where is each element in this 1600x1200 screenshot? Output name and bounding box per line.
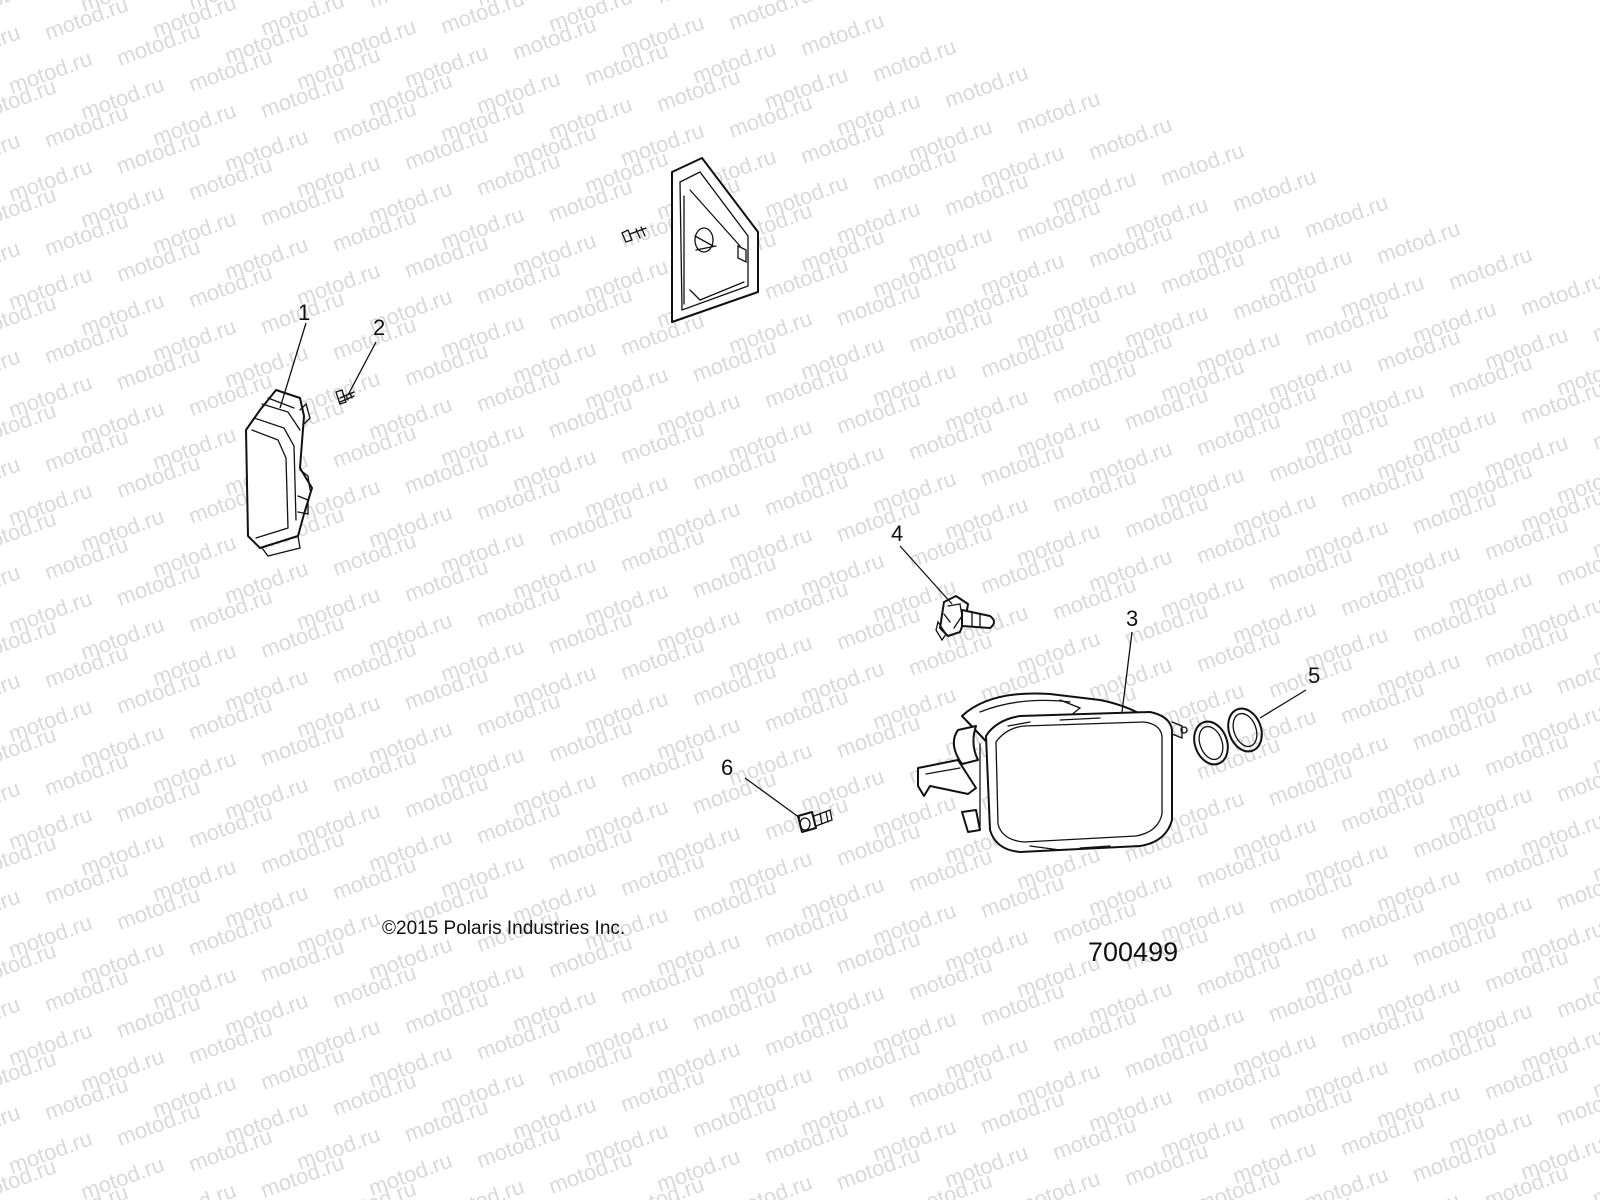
watermark-text: motod.ru	[1013, 86, 1103, 139]
callout-5: 5	[1308, 663, 1320, 688]
watermark-text: motod.ru	[797, 8, 887, 61]
leader-lines	[279, 322, 1307, 819]
watermark-text: motod.ru	[365, 0, 455, 13]
watermark-text: motod.ru	[0, 452, 23, 505]
leader-line-6	[744, 777, 801, 819]
callout-3: 3	[1126, 606, 1138, 631]
callout-labels: 1 2 3 4 5 6	[298, 300, 1320, 780]
watermark-text: motod.ru	[725, 1170, 815, 1200]
o-ring-icon	[1193, 707, 1263, 766]
watermark-text: motod.ru	[1589, 402, 1600, 455]
watermark-text: motod.ru	[0, 560, 23, 613]
watermark-text: motod.ru	[0, 128, 23, 181]
watermark-text: motod.ru	[0, 668, 23, 721]
watermark-text: motod.ru	[1085, 1192, 1175, 1200]
watermark-text: motod.ru	[725, 0, 815, 35]
watermark-text: motod.ru	[0, 776, 23, 829]
callout-4: 4	[891, 521, 903, 546]
watermark-text: motod.ru	[1157, 138, 1247, 191]
watermark-text: motod.ru	[1373, 216, 1463, 269]
watermark-text: motod.ru	[0, 1100, 23, 1153]
screw-icon	[621, 226, 647, 243]
watermark-text: motod.ru	[0, 20, 23, 73]
headlight-bezel-icon	[245, 389, 313, 557]
headlight-assembly-icon	[917, 692, 1188, 853]
watermark-text: motod.ru	[149, 1178, 239, 1200]
bolt-icon	[797, 809, 833, 833]
leader-line-1	[279, 322, 307, 409]
watermark-text: motod.ru	[653, 0, 743, 9]
watermark-text: motod.ru	[1517, 268, 1600, 321]
figure-number: 700499	[1088, 937, 1179, 967]
watermark-text: motod.ru	[0, 236, 23, 289]
bulb-icon	[935, 595, 995, 642]
watermark-text: motod.ru	[869, 34, 959, 87]
watermark-text: motod.ru	[941, 60, 1031, 113]
watermark-text: motod.ru	[41, 0, 131, 45]
watermark-text: motod.ru	[1301, 190, 1391, 243]
leader-line-4	[899, 545, 953, 605]
leader-line-2	[347, 341, 377, 396]
callout-1: 1	[298, 300, 310, 325]
copyright-notice: ©2015 Polaris Industries Inc.	[382, 918, 626, 939]
watermark-text: motod.ru	[1013, 1166, 1103, 1200]
watermark-text: motod.ru	[1229, 164, 1319, 217]
watermark-text: motod.ru	[437, 1174, 527, 1200]
leader-line-3	[1121, 631, 1133, 713]
housing-bracket-icon	[671, 157, 759, 323]
watermark-text: motod.ru	[0, 0, 59, 19]
watermark-text: motod.ru	[1373, 1188, 1463, 1200]
watermark-text: motod.ru	[1589, 294, 1600, 347]
watermark-text: motod.ru	[1589, 1158, 1600, 1200]
callout-6: 6	[721, 755, 733, 780]
screw-icon	[335, 389, 355, 405]
watermark-text: motod.ru	[1085, 112, 1175, 165]
watermark-text: motod.ru	[437, 0, 527, 39]
watermark-text: motod.ru	[1445, 242, 1535, 295]
watermark-text: motod.ru	[0, 992, 23, 1045]
callout-2: 2	[373, 315, 385, 340]
watermark-text: motod.ru	[0, 344, 23, 397]
watermark-text: motod.ru	[0, 884, 23, 937]
leader-line-5	[1259, 689, 1307, 719]
